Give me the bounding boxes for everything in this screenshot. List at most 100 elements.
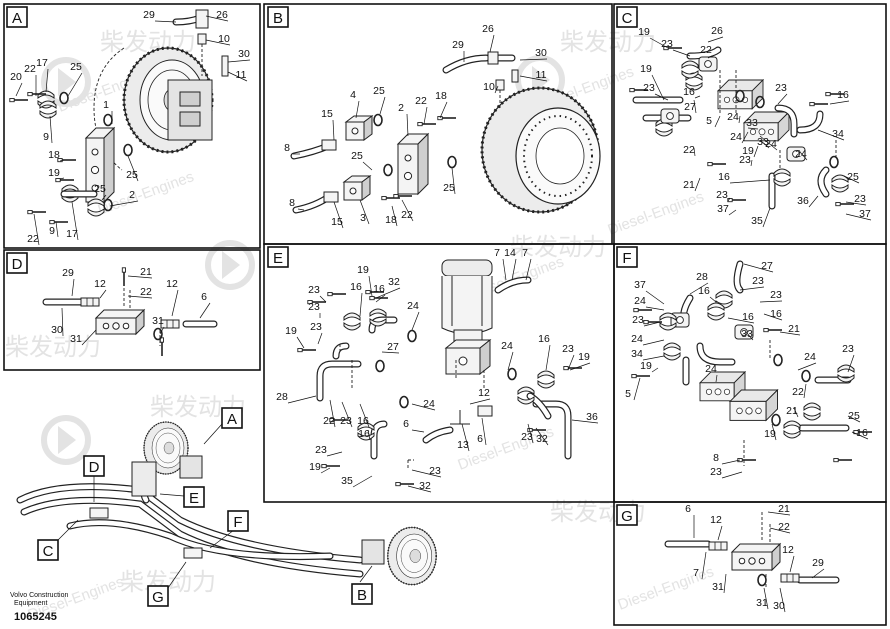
panel-tag-d[interactable]: D	[6, 252, 28, 274]
watermark-cn-5: 柴发动力	[5, 334, 101, 361]
overview-tags: A D E C F G B	[37, 407, 373, 607]
callout-d-22: 22	[140, 286, 152, 298]
leader-line	[127, 295, 153, 299]
leader-line	[296, 336, 305, 349]
leader-line	[159, 326, 165, 335]
callout-g-6: 6	[685, 503, 691, 515]
svg-text:F: F	[622, 250, 631, 267]
watermark-cn-3: 柴发动力	[510, 234, 606, 261]
callout-f-21: 21	[788, 323, 800, 335]
watermark-en-5: Diesel-Engines	[606, 188, 707, 238]
leader-line	[297, 208, 305, 211]
overview-tag-b[interactable]: B	[351, 583, 373, 605]
callout-a-11: 11	[236, 69, 247, 81]
callout-a-22: 22	[27, 233, 39, 245]
callout-e-7: 7	[522, 247, 528, 259]
callout-b-25: 25	[443, 182, 455, 194]
callout-f-27: 27	[761, 260, 773, 272]
leader-line	[645, 290, 665, 305]
callout-c-33: 33	[757, 136, 769, 148]
callout-e-32: 32	[419, 480, 431, 492]
callout-e-16: 16	[538, 333, 550, 345]
overview-tag-g[interactable]: G	[147, 585, 169, 607]
svg-text:A: A	[227, 411, 237, 428]
callout-f-22: 22	[792, 386, 804, 398]
leader-line	[817, 129, 845, 141]
leader-line	[569, 362, 591, 371]
callout-a-17: 17	[36, 57, 48, 69]
callout-e-16: 16	[350, 281, 362, 293]
panel-a-frame	[3, 3, 261, 249]
callout-e-6: 6	[477, 433, 483, 445]
leader-line	[803, 383, 807, 399]
callout-e-16: 16	[357, 415, 369, 427]
callout-g-21: 21	[778, 503, 790, 515]
leader-line	[326, 451, 343, 457]
callout-e-27: 27	[387, 341, 399, 353]
panel-tag-g[interactable]: G	[616, 504, 638, 526]
panel-tag-c[interactable]: C	[616, 6, 638, 28]
callout-f-23: 23	[842, 343, 854, 355]
callout-c-21: 21	[683, 179, 695, 191]
callout-d-21: 21	[140, 266, 152, 278]
panel-tag-e[interactable]: E	[267, 246, 289, 268]
callout-f-19: 19	[640, 360, 652, 372]
svg-text:E: E	[189, 490, 199, 507]
callout-e-14: 14	[504, 247, 516, 259]
panel-tag-f[interactable]: F	[616, 246, 638, 268]
svg-text:E: E	[273, 250, 283, 267]
overview-tag-c[interactable]: C	[37, 539, 59, 561]
leader-line	[59, 159, 65, 162]
callout-b-22: 22	[415, 95, 427, 107]
callout-f-34: 34	[631, 348, 643, 360]
leader-line	[759, 135, 778, 151]
leader-line	[743, 263, 774, 273]
overview-tag-f[interactable]: F	[227, 510, 249, 532]
callout-c-24: 24	[727, 111, 739, 123]
callout-c-19: 19	[638, 26, 650, 38]
callout-b-8: 8	[289, 197, 295, 209]
leader-line	[511, 258, 517, 281]
callout-f-24: 24	[631, 333, 643, 345]
leader-line	[502, 258, 507, 281]
callout-c-19: 19	[640, 63, 652, 75]
overview-tag-a[interactable]: A	[221, 407, 243, 429]
overview-tag-e[interactable]: E	[183, 486, 205, 508]
leader-line	[759, 139, 770, 149]
leader-line	[15, 82, 23, 97]
callout-f-33: 33	[741, 328, 753, 340]
callout-e-32: 32	[536, 433, 548, 445]
leader-line	[741, 131, 749, 144]
panel-c-artwork	[628, 45, 855, 210]
leader-line	[808, 195, 819, 208]
panel-tag-a[interactable]: A	[6, 6, 28, 28]
panel-g-frame	[613, 501, 887, 626]
panel-tag-b[interactable]: B	[267, 6, 289, 28]
leader-line	[127, 275, 153, 279]
leader-line	[689, 282, 709, 295]
callout-c-24: 24	[730, 131, 742, 143]
callout-d-31: 31	[152, 315, 164, 327]
leader-line	[763, 587, 769, 610]
callout-b-18: 18	[435, 90, 447, 102]
callout-d-30: 30	[51, 324, 63, 336]
svg-text:G: G	[621, 508, 633, 525]
leader-line	[527, 423, 534, 444]
overview-tag-d[interactable]: D	[83, 455, 105, 477]
callout-a-1: 1	[103, 99, 109, 111]
callout-f-25: 25	[848, 410, 860, 422]
callout-g-29: 29	[812, 557, 824, 569]
callout-e-7: 7	[494, 247, 500, 259]
callout-e-24: 24	[501, 340, 513, 352]
callout-c-23: 23	[661, 38, 673, 50]
leader-line	[287, 395, 317, 404]
callout-e-23: 23	[310, 321, 322, 333]
leader-lines	[15, 15, 872, 613]
leader-line	[843, 175, 860, 184]
callout-g-31: 31	[712, 581, 724, 593]
callout-a-25: 25	[94, 183, 106, 195]
leader-line	[519, 75, 548, 82]
watermark-cn-2: 柴发动力	[560, 29, 656, 56]
leader-line	[407, 485, 432, 493]
